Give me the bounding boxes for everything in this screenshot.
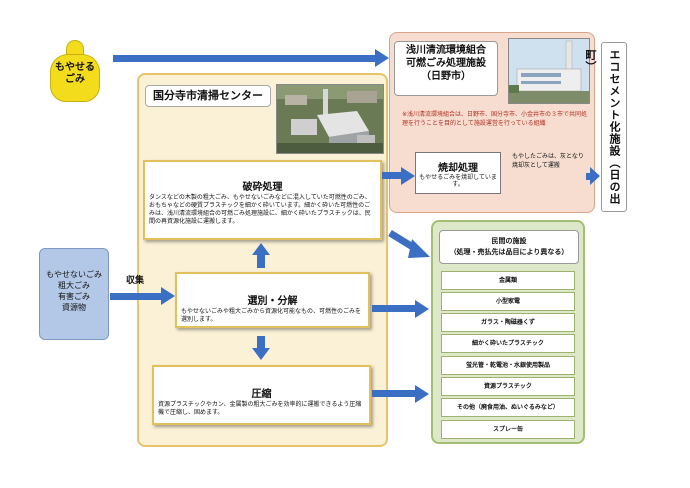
private-title-line1: 民間の施設 (491, 237, 527, 245)
crush-body: タンスなどの木製の粗大ごみ、もやせないごみなどに混入していた可燃性のごみ、おもち… (149, 194, 371, 225)
burn-process-box: 焼却処理 もやせるごみを焼却しています。 (415, 152, 501, 194)
left-line4: 資源物 (62, 303, 86, 312)
asakawa-title-line3: （日野市） (421, 71, 471, 82)
crush-process-box: 破砕処理 タンスなどの木製の粗大ごみ、もやせないごみなどに混入していた可燃性のご… (143, 160, 382, 240)
arrow-head (375, 49, 389, 67)
arrow-head (252, 243, 270, 255)
burn-body: もやせるごみを焼却しています。 (419, 174, 497, 188)
garbage-bag-icon: もやせる ごみ (48, 40, 102, 102)
cleaning-center-photo (276, 84, 384, 154)
arrow-sort-to-private (372, 305, 416, 312)
arrow-compress-to-private (372, 390, 416, 397)
burn-title: 焼却処理 (438, 163, 478, 174)
private-item-resource-plastic: 資源プラスチック (441, 377, 575, 396)
collection-source-box: もやせないごみ 粗大ごみ 有害ごみ 資源物 (39, 248, 109, 340)
eco-cement-label: エコセメント化施設（日の出町） (584, 49, 621, 205)
arrow-head (415, 385, 429, 403)
private-item-other: その他（廃食用油、ぬいぐるみなど） (441, 398, 575, 417)
left-line3: 有害ごみ (58, 292, 90, 301)
private-item-fluorescent-batteries: 蛍光管・乾電池・水銀使用製品 (441, 356, 575, 375)
collect-label: 収集 (126, 276, 145, 286)
bag-label-line1: もやせる (55, 62, 95, 73)
asakawa-title-line1: 浅川清流環境組合 (406, 45, 486, 56)
arrow-crush-to-burn (382, 172, 402, 179)
private-item-glass-ceramics: ガラス・陶磁器くず (441, 313, 575, 332)
arrow-head (401, 167, 415, 185)
arrow-bag-to-asakawa (113, 55, 375, 62)
private-item-metals: 金属類 (441, 271, 575, 290)
compress-process-box: 圧縮 資源プラスチックやカン、金属製の粗大ごみを効率的に運搬できるよう圧縮機で圧… (152, 365, 371, 425)
arrow-collect-to-sort (110, 293, 162, 300)
private-title-line2: （処理・売払先は品目により異なる） (449, 248, 569, 256)
private-item-crushed-plastic: 細かく砕いたプラスチック (441, 334, 575, 353)
bag-label-line2: ごみ (65, 74, 85, 85)
compress-body: 資源プラスチックやカン、金属製の粗大ごみを効率的に運搬できるよう圧縮機で圧縮し、… (158, 401, 362, 416)
left-line2: 粗大ごみ (58, 281, 90, 290)
arrow-head (161, 287, 175, 305)
ash-text: もやしたごみは、灰となり焼却灰として運搬 (512, 153, 584, 169)
sort-process-box: 選別・分解 もやせないごみや粗大ごみから資源化可能なもの、可燃性のごみを選別しま… (175, 272, 370, 328)
sort-body: もやせないごみや粗大ごみから資源化可能なもの、可燃性のごみを選別します。 (181, 308, 362, 323)
arrow-head (252, 348, 270, 360)
asakawa-note: ※浅川清流環境組合は、日野市、国分寺市、小金井市の３市で共同処理を行うことを目的… (402, 111, 588, 127)
cleaning-center-title: 国分寺市清掃センター (145, 85, 271, 107)
crush-title: 破砕処理 (242, 182, 283, 193)
private-item-spray-cans: スプレー缶 (441, 420, 575, 439)
compress-title: 圧縮 (251, 389, 272, 400)
arrow-sort-to-crush (257, 254, 265, 268)
private-facilities-title: 民間の施設 （処理・売払先は品目により異なる） (439, 230, 579, 264)
left-line1: もやせないごみ (46, 270, 102, 279)
arrow-crush-to-private (388, 230, 430, 258)
arrow-head (415, 300, 429, 318)
arrow-to-eco-cement (586, 173, 591, 180)
private-item-small-appliances: 小型家電 (441, 292, 575, 311)
arrow-head (590, 167, 600, 185)
sort-title: 選別・分解 (247, 296, 298, 307)
asakawa-title: 浅川清流環境組合 可燃ごみ処理施設 （日野市） (394, 41, 498, 96)
asakawa-title-line2: 可燃ごみ処理施設 (406, 58, 486, 69)
asakawa-photo (508, 38, 590, 104)
arrow-sort-to-compress (257, 336, 265, 348)
eco-cement-facility-box: エコセメント化施設（日の出町） (584, 42, 627, 212)
